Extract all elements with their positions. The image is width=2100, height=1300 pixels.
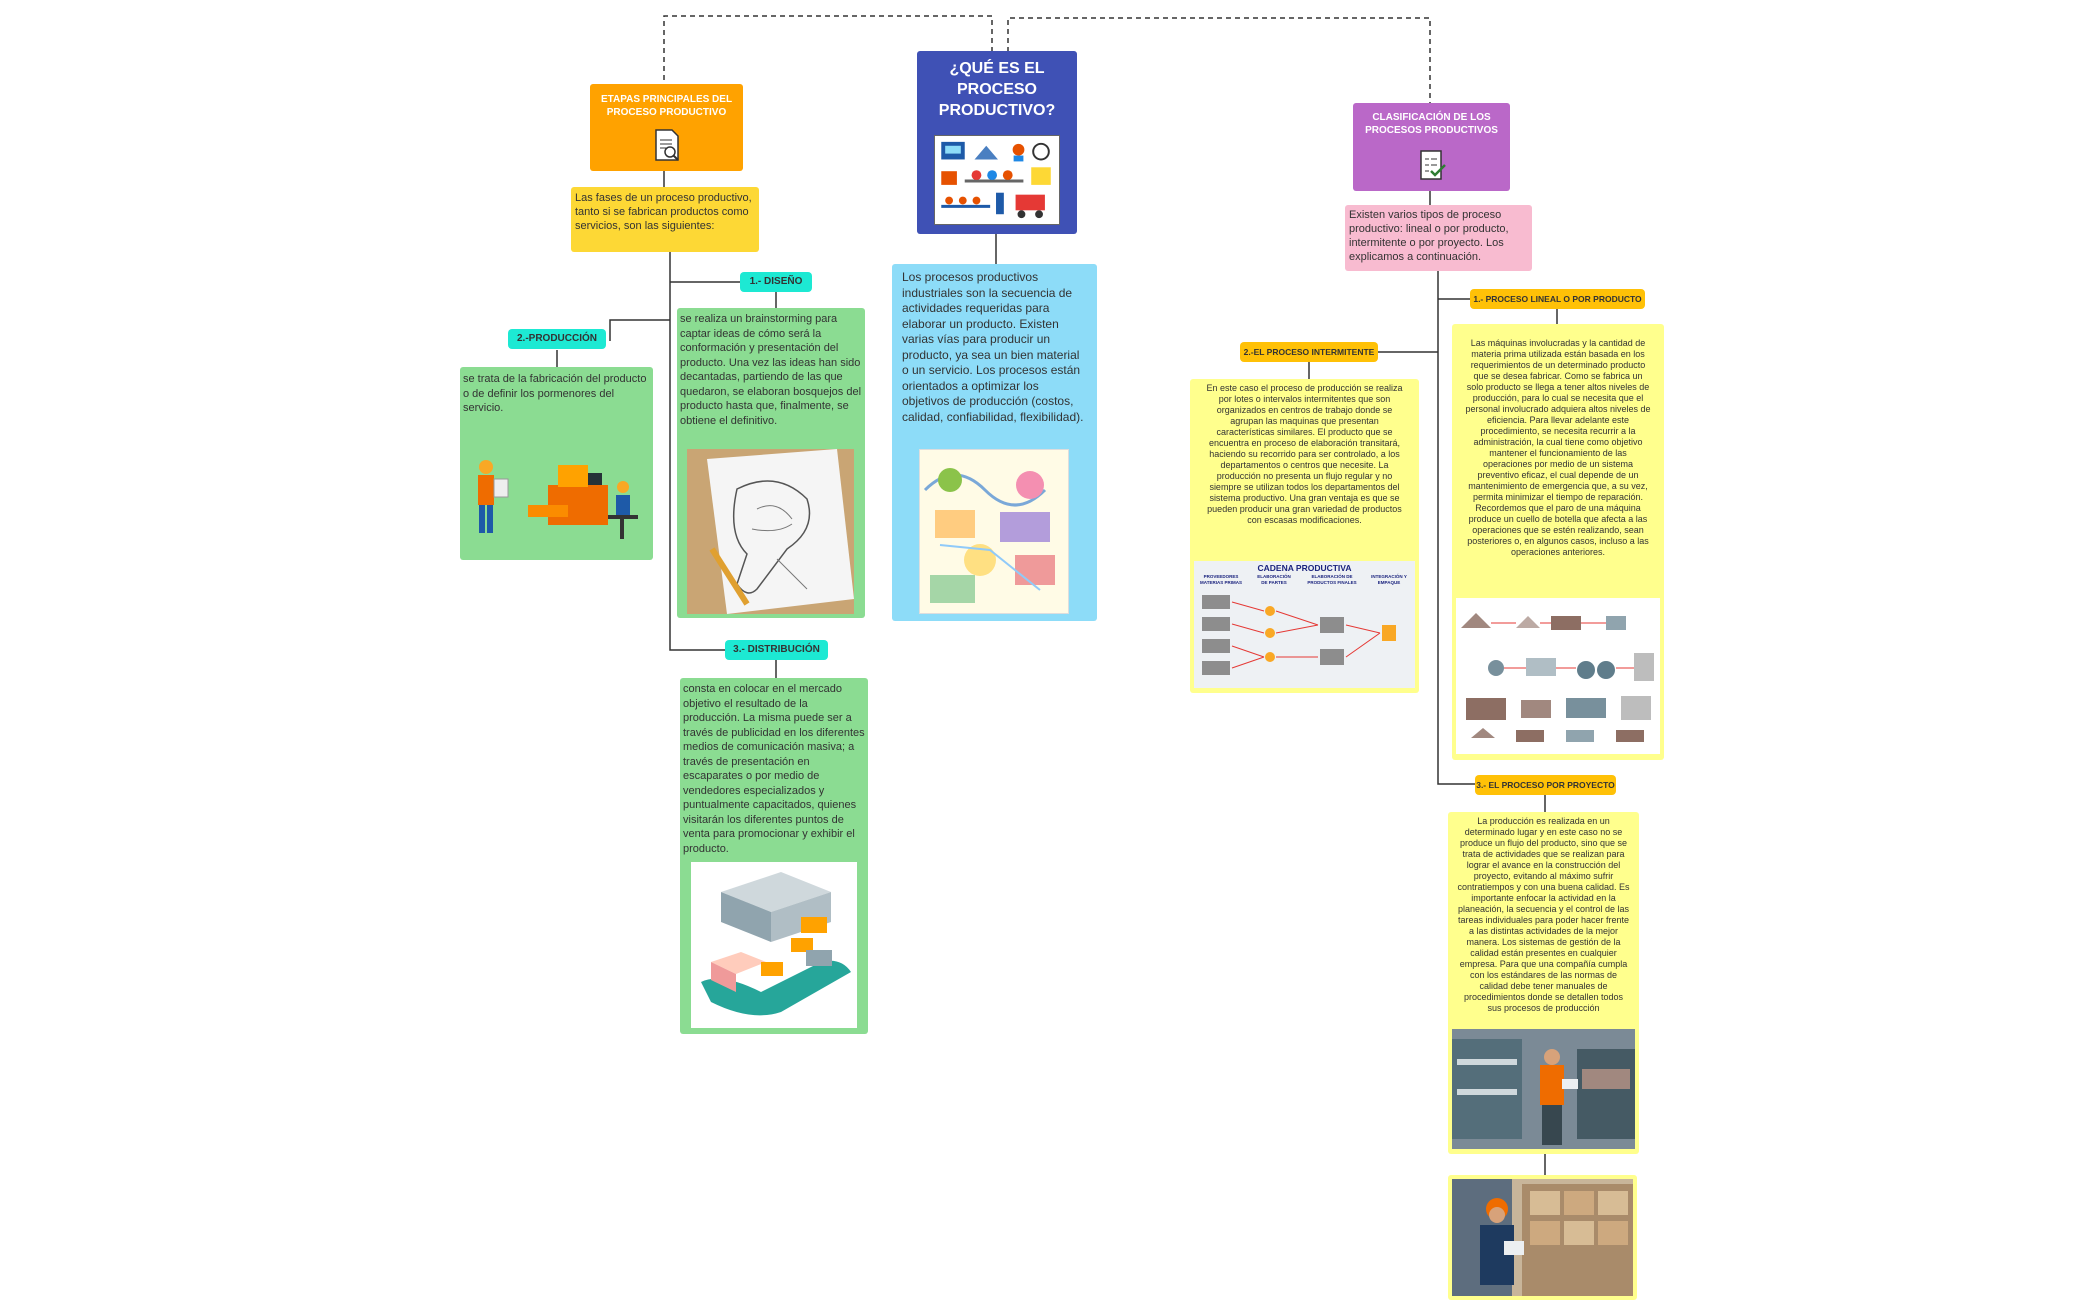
intermittent-process-node: En este caso el proceso de producción se… xyxy=(1190,379,1419,693)
factory-workers-image xyxy=(468,445,648,555)
brick-manufacturing-diagram xyxy=(1456,598,1660,754)
intermittent-process-label[interactable]: 2.-EL PROCESO INTERMITENTE xyxy=(1240,342,1378,362)
classification-title: CLASIFICACIÓN DE LOS PROCESOS PRODUCTIVO… xyxy=(1365,112,1498,136)
linear-process-text: Las máquinas involucradas y la cantidad … xyxy=(1465,338,1651,557)
stages-title: ETAPAS PRINCIPALES DEL PROCESO PRODUCTIV… xyxy=(600,94,733,118)
linear-process-label[interactable]: 1.- PROCESO LINEAL O POR PRODUCTO xyxy=(1470,289,1645,309)
production-chain-diagram: CADENA PRODUCTIVA PROVEEDORES MATERIAS P… xyxy=(1194,561,1415,688)
project-process-text: La producción es realizada en un determi… xyxy=(1457,816,1630,1013)
production-chain-col-1: PROVEEDORES MATERIAS PRIMAS xyxy=(1200,574,1242,585)
stages-intro: Las fases de un proceso productivo, tant… xyxy=(571,187,759,252)
document-search-icon xyxy=(652,128,682,162)
production-node: se trata de la fabricación del producto … xyxy=(460,367,653,560)
production-chain-col-3: ELABORACIÓN DE PRODUCTOS FINALES xyxy=(1307,574,1357,585)
design-label[interactable]: 1.- DISEÑO xyxy=(740,272,812,292)
distribution-text: consta en colocar en el mercado objetivo… xyxy=(683,683,865,855)
classification-topic[interactable]: CLASIFICACIÓN DE LOS PROCESOS PRODUCTIVO… xyxy=(1353,103,1510,191)
production-text: se trata de la fabricación del producto … xyxy=(463,373,647,414)
center-description: Los procesos productivos industriales so… xyxy=(892,264,1097,621)
warehouse-worker-node xyxy=(1448,1175,1637,1300)
checklist-icon xyxy=(1417,149,1447,181)
project-process-node: La producción es realizada en un determi… xyxy=(1448,812,1639,1154)
design-node: se realiza un brainstorming para captar … xyxy=(677,308,865,618)
stages-intro-text: Las fases de un proceso productivo, tant… xyxy=(575,192,752,232)
production-process-icons xyxy=(934,135,1060,225)
process-illustration xyxy=(919,449,1069,614)
project-process-label[interactable]: 3.- EL PROCESO POR PROYECTO xyxy=(1475,775,1616,795)
production-chain-col-4: INTEGRACIÓN Y EMPAQUE xyxy=(1371,574,1407,585)
stages-topic[interactable]: ETAPAS PRINCIPALES DEL PROCESO PRODUCTIV… xyxy=(590,84,743,171)
linear-process-node: Las máquinas involucradas y la cantidad … xyxy=(1452,324,1664,760)
distribution-label[interactable]: 3.- DISTRIBUCIÓN xyxy=(725,640,828,660)
classification-intro-text: Existen varios tipos de proceso producti… xyxy=(1349,209,1509,263)
center-title: ¿QUÉ ES EL PROCESO PRODUCTIVO? xyxy=(938,60,1056,119)
production-label[interactable]: 2.-PRODUCCIÓN xyxy=(508,329,606,349)
center-topic[interactable]: ¿QUÉ ES EL PROCESO PRODUCTIVO? xyxy=(917,51,1077,234)
sketch-image xyxy=(687,449,854,614)
worker-checking-stock-image xyxy=(1452,1029,1635,1149)
classification-intro: Existen varios tipos de proceso producti… xyxy=(1345,205,1532,271)
design-text: se realiza un brainstorming para captar … xyxy=(680,313,862,427)
warehouse-worker-tablet-image xyxy=(1452,1179,1633,1296)
production-chain-title: CADENA PRODUCTIVA xyxy=(1257,563,1352,573)
center-description-text: Los procesos productivos industriales so… xyxy=(902,270,1084,424)
distribution-node: consta en colocar en el mercado objetivo… xyxy=(680,678,868,1034)
intermittent-process-text: En este caso el proceso de producción se… xyxy=(1206,383,1403,525)
warehouse-logistics-image xyxy=(691,862,857,1028)
production-chain-col-2: ELABORACIÓN DE PARTES xyxy=(1257,574,1291,585)
